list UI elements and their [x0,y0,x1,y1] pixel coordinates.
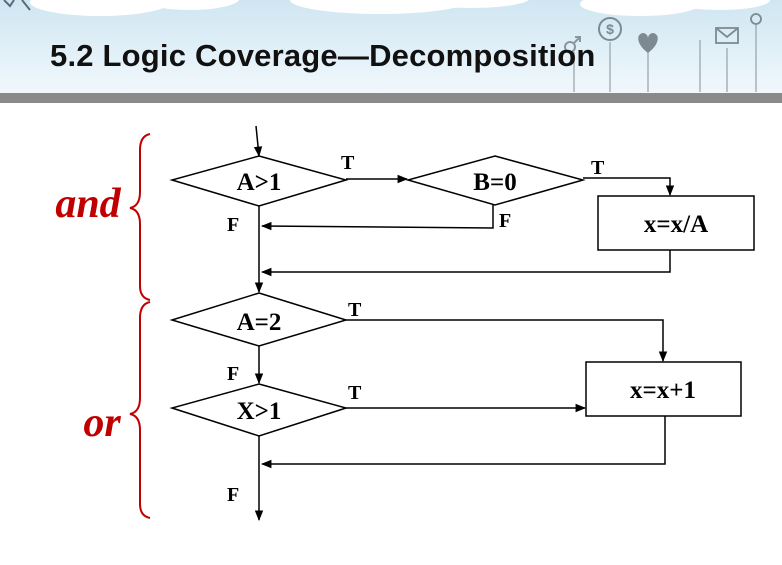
and-label: and [55,181,121,227]
pin-icon [750,13,762,25]
condition-a-eq-2: A=2 [237,309,282,336]
label-x-gt-1-false: F [227,484,239,506]
or-label: or [83,400,121,446]
header-decoration: $ [3,0,770,92]
label-a-gt-1-true: T [341,152,355,174]
edge-b-eq-0-true [583,177,675,197]
icon-poles [573,24,757,92]
svg-text:$: $ [606,21,614,37]
label-a-eq-2-true: T [348,299,362,321]
action-x-div-a: x=x/A [644,211,708,238]
edge-a-eq-2-true [346,319,668,363]
edge-b-eq-0-false [260,205,494,231]
action-x-plus-1-box [585,361,742,417]
edge-action-1-merge [260,250,671,277]
action-x-div-a-box [597,195,755,251]
sun-icon [3,0,31,11]
label-x-gt-1-true: T [348,382,362,404]
label-a-gt-1-false: F [227,214,239,236]
slide-title: 5.2 Logic Coverage—Decomposition [50,38,596,73]
label-b-eq-0-false: F [499,210,511,232]
label-a-eq-2-false: F [227,363,239,385]
condition-a-gt-1: A>1 [237,169,282,196]
slide-header: $ 5.2 Logic Coverage—Decomposition [0,0,782,103]
dollar-icon: $ [598,17,622,41]
label-b-eq-0-true: T [591,157,605,179]
mail-icon [715,27,739,44]
cloud-icon [290,0,529,14]
cloud-icon [30,0,240,16]
cloud-icon [580,0,770,16]
entry-arrow [253,125,263,158]
condition-x-gt-1: X>1 [237,398,282,425]
and-brace [129,133,151,301]
header-divider [0,93,782,103]
heart-icon [638,33,658,53]
action-x-plus-1: x=x+1 [630,377,696,404]
decision-b-eq-0 [405,155,586,206]
or-brace [129,301,151,519]
edge-action-2-merge [260,416,666,469]
male-icon [564,36,581,53]
condition-b-eq-0: B=0 [473,169,516,196]
